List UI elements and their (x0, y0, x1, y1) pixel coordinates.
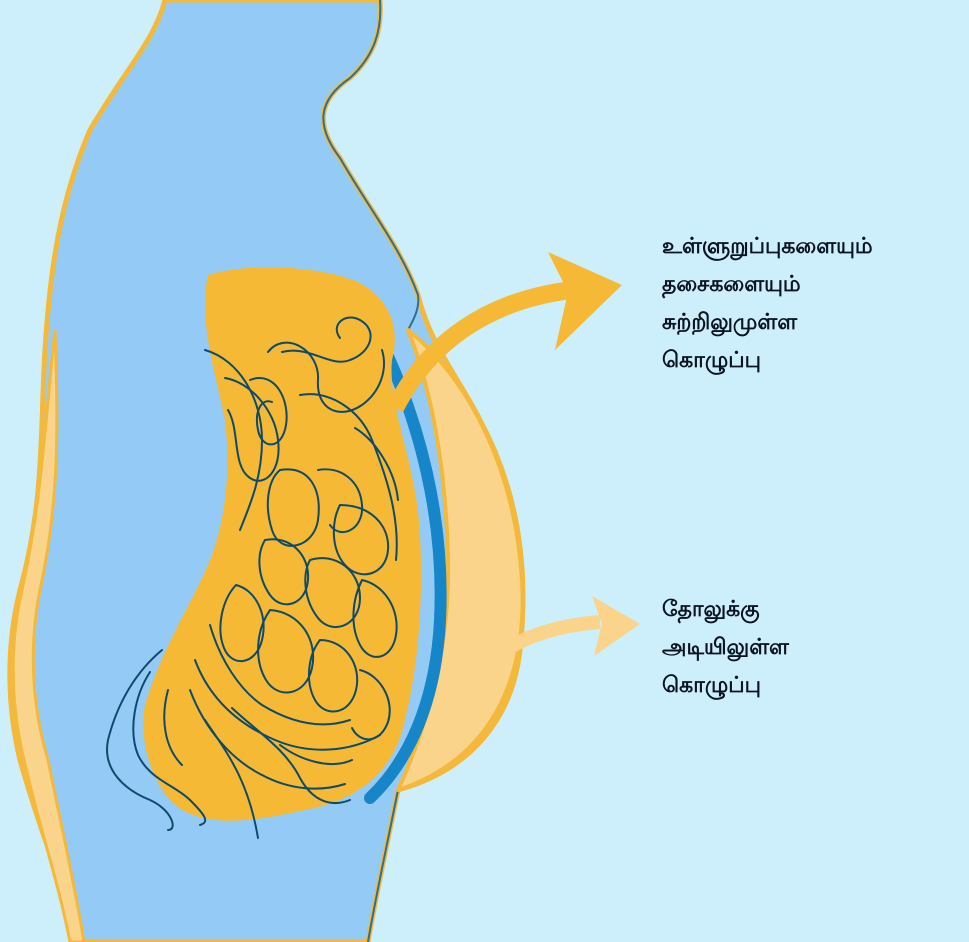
label-visceral-fat: உள்ளுறுப்புகளையும் தசைகளையும் சுற்றிலுமு… (662, 228, 873, 380)
label-subcut-line-1: தோலுக்கு (662, 591, 789, 629)
label-visceral-line-4: கொழுப்பு (662, 342, 873, 380)
label-subcut-line-3: கொழுப்பு (662, 667, 789, 705)
label-visceral-line-2: தசைகளையும் (662, 266, 873, 304)
label-visceral-line-1: உள்ளுறுப்புகளையும் (662, 228, 873, 266)
label-subcut-line-2: அடியிலுள்ள (662, 629, 789, 667)
label-subcutaneous-fat: தோலுக்கு அடியிலுள்ள கொழுப்பு (662, 591, 789, 705)
label-visceral-line-3: சுற்றிலுமுள்ள (662, 304, 873, 342)
